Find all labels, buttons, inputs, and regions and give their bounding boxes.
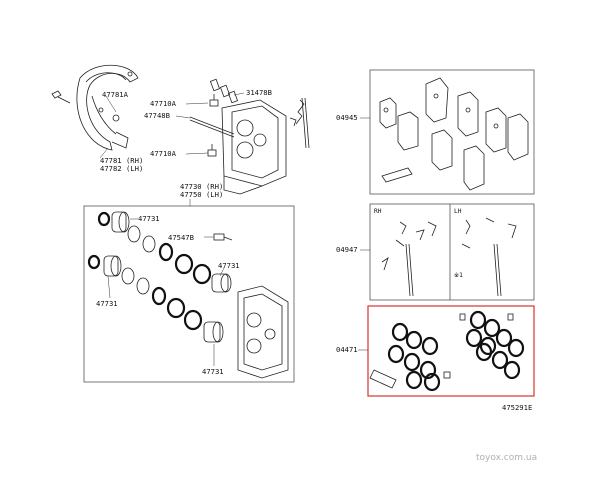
label-47731-a: 47731 [138,214,160,223]
seal-row-lower [87,254,224,343]
label-47730-rh: 47730 (RH) [180,182,223,191]
bleeder-47547b [213,233,233,241]
dust-shield[interactable] [76,64,139,151]
bleeder-47710a-top [209,94,219,107]
label-47731-d: 47731 [202,367,224,376]
label-47750-lh: 47750 (LH) [180,190,223,199]
seal-kit-box-04471[interactable] [367,305,535,397]
label-04947: 04947 [336,245,358,254]
label-47731-c: 47731 [96,299,118,308]
label-rh: RH [374,208,382,215]
label-47710a-bottom: 47710A [150,149,177,158]
label-47782-lh: 47782 (LH) [100,164,143,173]
caliper-body[interactable] [237,285,289,379]
caliper-exploded-box [83,205,295,383]
label-47731-b: 47731 [218,261,240,270]
label-31478b: 31478B [246,88,272,97]
pin-47748b [189,116,235,138]
diagram-code: 475291E [502,403,532,412]
fitting-hardware-rh [381,221,437,297]
pad-kit-box-04945[interactable] [369,69,535,195]
label-47710a-top: 47710A [150,99,177,108]
retaining-pin [301,97,310,149]
bleeder-47710a-bottom [207,144,217,157]
label-47748b: 47748B [144,111,170,120]
fitting-kit-box-04947[interactable] [369,203,535,301]
seal-kit-rings [369,310,525,392]
label-lh: LH [454,208,462,215]
watermark: toyox.com.ua [476,453,537,463]
label-47547b: 47547B [168,233,194,242]
label-47781-rh: 47781 (RH) [100,156,143,165]
fitting-hardware-lh [461,217,517,297]
label-note1: ※1 [454,272,463,279]
label-04471: 04471 [336,345,358,354]
label-47781a: 47781A [102,90,129,99]
caliper-assembly-top[interactable] [221,99,287,195]
seal-row-upper [97,211,232,293]
label-04945: 04945 [336,113,358,122]
bolts-31478b [209,78,239,104]
brake-pads [379,77,529,191]
bolt-47781a [51,90,71,104]
clip-spring [289,99,305,127]
